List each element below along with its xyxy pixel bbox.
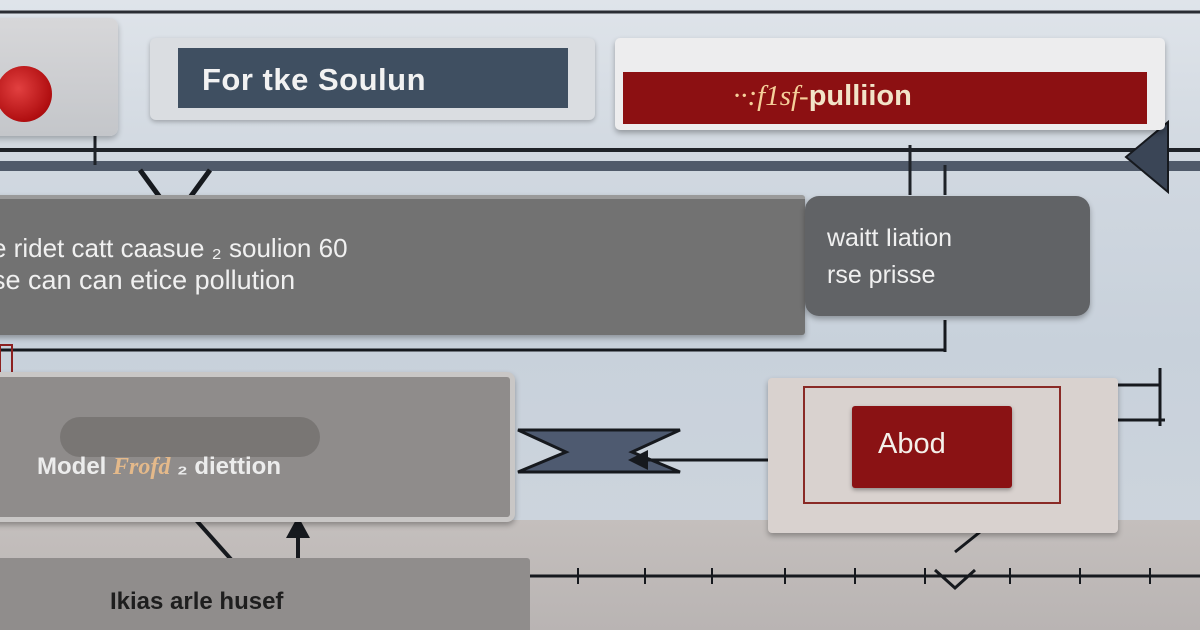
left-arrowhead bbox=[1124, 119, 1169, 195]
process-box: e ridet catt caasue ₂ soulion 60 se can … bbox=[0, 195, 805, 335]
red-dot-icon bbox=[0, 66, 52, 122]
red-banner-text: pulliion bbox=[808, 80, 912, 112]
wait-line-1: waitt Iiation bbox=[827, 224, 953, 252]
output-inner-frame bbox=[803, 386, 1061, 504]
footer-box: Ikias arle husef bbox=[0, 558, 530, 630]
model-placeholder-bar bbox=[60, 417, 320, 457]
model-box: Model Frofd ₂ diettion bbox=[0, 372, 515, 522]
red-banner: ··:f1sf-pulliion bbox=[623, 72, 1147, 124]
red-banner-prefix: ··:f1sf- bbox=[733, 80, 809, 112]
title-plate: For tke Soulun bbox=[178, 48, 568, 108]
red-banner-frame: ··:f1sf-pulliion bbox=[615, 38, 1165, 130]
model-suffix: ₂ diettion bbox=[170, 453, 281, 480]
red-marker-block bbox=[0, 18, 118, 136]
model-label: Model Frofd ₂ diettion bbox=[37, 453, 281, 481]
model-accent: Frofd bbox=[113, 454, 171, 480]
title-box: For tke Soulun bbox=[150, 38, 595, 120]
output-button-label: Abod bbox=[878, 428, 946, 460]
output-button[interactable]: Abod bbox=[852, 406, 1012, 488]
red-banner-label: ··:f1sf-pulliion bbox=[733, 80, 912, 113]
process-line-1: e ridet catt caasue ₂ soulion 60 bbox=[0, 233, 348, 263]
footer-label: Ikias arle husef bbox=[110, 588, 284, 615]
wait-box: waitt Iiation rse prisse bbox=[805, 196, 1090, 316]
process-line-2: se can can etice pollution bbox=[0, 265, 296, 295]
output-frame: Abod bbox=[768, 378, 1118, 533]
title-label: For tke Soulun bbox=[202, 62, 426, 97]
model-prefix: Model bbox=[37, 453, 113, 480]
wait-line-2: rse prisse bbox=[827, 261, 936, 289]
double-arrow-left-head bbox=[628, 450, 648, 470]
bottom-axis-ticks bbox=[577, 568, 1151, 584]
bowtie-connector bbox=[517, 428, 681, 474]
